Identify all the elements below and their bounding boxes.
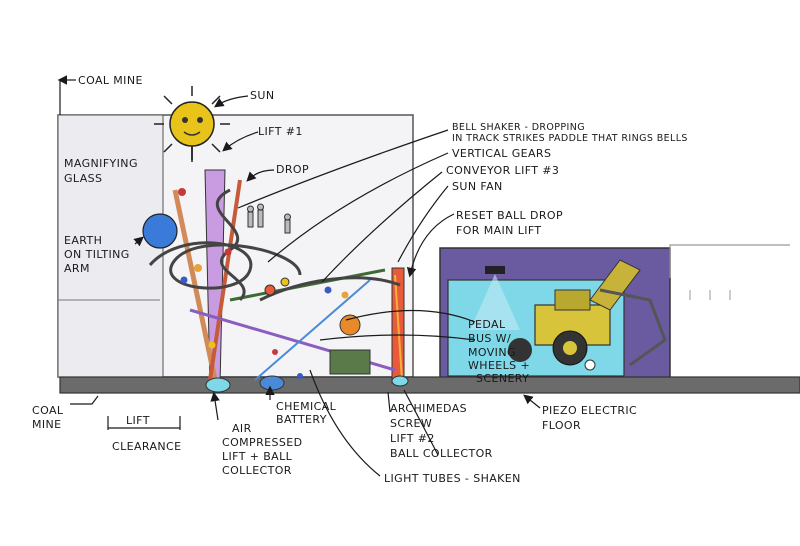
label-magnifying-1: Magnifying <box>64 157 138 170</box>
label-archimedes-4: Ball Collector <box>390 447 493 460</box>
label-reset-ball-drop-1: Reset Ball Drop <box>456 209 563 222</box>
piezo-floor <box>59 376 800 394</box>
label-piezo-1: Piezo Electric <box>542 404 637 417</box>
label-chemical-2: Battery <box>276 413 327 426</box>
ceiling-light <box>485 266 505 274</box>
label-air-4: Collector <box>222 464 292 477</box>
label-pedal-bus-4: Wheels + <box>468 359 530 372</box>
label-clearance: Clearance <box>112 440 181 453</box>
label-sun-fan: Sun Fan <box>452 180 503 193</box>
label-piezo-2: Floor <box>542 419 581 432</box>
label-lift1: Lift #1 <box>258 125 303 138</box>
label-drop: Drop <box>276 163 309 176</box>
label-coal-mine-bottom-1: Coal <box>32 404 64 417</box>
label-pedal-bus-2: Bus w/ <box>468 332 511 345</box>
label-air-2: Compressed <box>222 436 302 449</box>
label-chemical-1: Chemical <box>276 400 337 413</box>
label-bell-shaker-2: in track strikes paddle that rings bells <box>452 133 688 144</box>
label-pedal-bus-3: Moving <box>468 346 516 359</box>
label-archimedes-3: Lift #2 <box>390 432 435 445</box>
label-earth-2: on Tilting <box>64 248 130 261</box>
label-archimedes-2: Screw <box>390 417 432 430</box>
label-lift: Lift <box>126 414 150 427</box>
label-pedal-bus-5: Scenery <box>476 372 529 385</box>
label-pedal-bus-1: Pedal <box>468 318 506 331</box>
label-earth-1: Earth <box>64 234 102 247</box>
ball-machine <box>148 169 409 393</box>
label-magnifying-2: Glass <box>64 172 102 185</box>
label-air-3: Lift + Ball <box>222 450 293 463</box>
label-light-tubes: Light Tubes - Shaken <box>384 472 521 485</box>
label-archimedes-1: Archimedas <box>390 402 467 415</box>
mining-truck <box>508 259 667 371</box>
label-bell-shaker-1: Bell Shaker - Dropping <box>452 122 585 133</box>
labels: Coal Mine Sun Lift #1 Drop Bell Shaker -… <box>32 74 688 485</box>
sun-sculpture <box>154 86 230 162</box>
label-sun: Sun <box>250 89 274 102</box>
label-air-1: Air <box>232 422 252 435</box>
label-conveyor-lift: Conveyor Lift #3 <box>446 164 559 177</box>
label-vertical-gears: Vertical Gears <box>452 147 551 160</box>
label-coal-mine-top: Coal Mine <box>78 74 143 87</box>
label-coal-mine-bottom-2: Mine <box>32 418 62 431</box>
building-outline <box>57 114 414 378</box>
label-reset-ball-drop-2: for Main Lift <box>456 224 542 237</box>
leader-lines <box>57 75 541 477</box>
label-earth-3: Arm <box>64 262 90 275</box>
earth-globe <box>142 213 178 249</box>
